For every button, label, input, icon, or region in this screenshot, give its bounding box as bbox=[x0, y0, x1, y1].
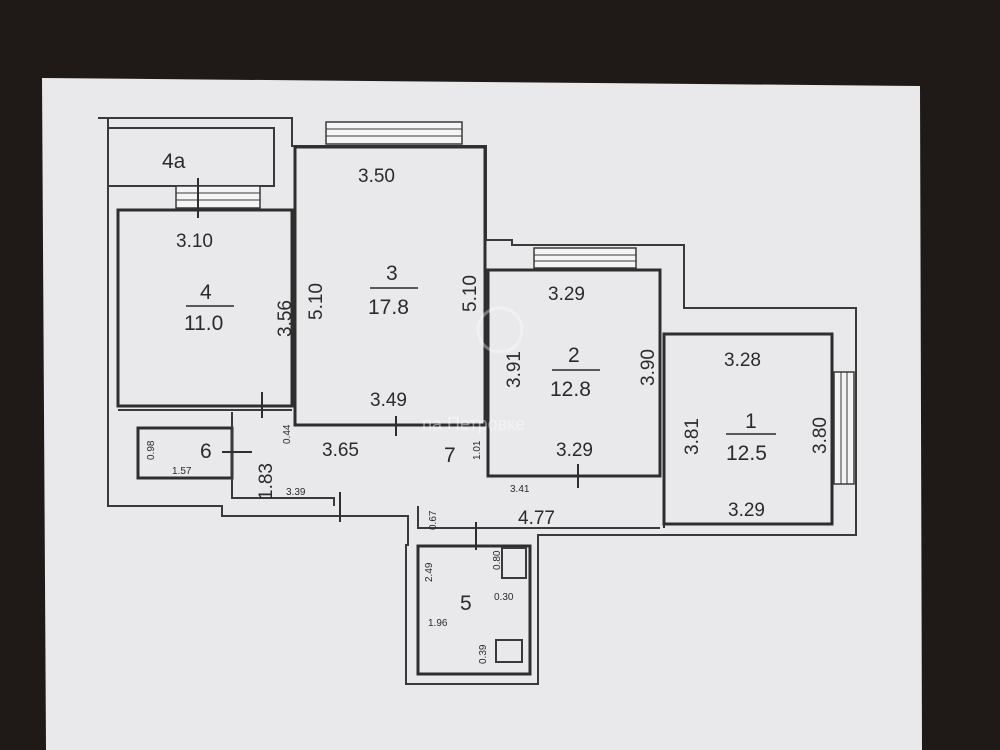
room-2-bottom-dimension: 3.29 bbox=[556, 440, 593, 461]
room-7-dimension-1: 3.65 bbox=[322, 440, 359, 461]
room-7-dimension-3: 0.44 bbox=[282, 424, 293, 444]
window-room-1 bbox=[833, 371, 855, 485]
room-5-outline bbox=[416, 544, 532, 676]
room-1-right-dimension: 3.80 bbox=[810, 417, 831, 454]
room-5-dimension-5: 0.39 bbox=[478, 644, 489, 664]
watermark-logo bbox=[476, 306, 524, 354]
room-3-right-dimension: 5.10 bbox=[460, 275, 481, 312]
room-2-top-dimension: 3.29 bbox=[548, 284, 585, 305]
room-7-dimension-7: 4.77 bbox=[518, 508, 555, 529]
door-marks bbox=[197, 178, 665, 550]
room-3-area: 17.8 bbox=[368, 296, 409, 319]
room-6-dimension-1: 0.98 bbox=[146, 440, 157, 460]
room-3-outline bbox=[293, 145, 487, 427]
room-4a-label: 4a bbox=[162, 150, 186, 173]
room-1-left-dimension: 3.81 bbox=[682, 418, 703, 455]
room-5-dimension-2: 0.80 bbox=[492, 550, 503, 570]
room-2-below-dimension: 3.41 bbox=[510, 484, 530, 495]
room-5-dimension-1: 2.49 bbox=[424, 562, 435, 582]
watermark-text: na Петровке bbox=[422, 414, 525, 434]
room-3-top-dimension: 3.50 bbox=[358, 166, 395, 187]
room-4-top-dimension: 3.10 bbox=[176, 231, 213, 252]
room-3-number: 3 bbox=[386, 262, 398, 285]
room-7-dimension-2: 1.83 bbox=[256, 463, 277, 500]
fixture-5 bbox=[495, 639, 523, 663]
room-1-top-dimension: 3.28 bbox=[724, 350, 761, 371]
room-7-dimension-5: 3.39 bbox=[286, 487, 306, 498]
floor-plan bbox=[98, 117, 857, 685]
room-2-right-dimension: 3.90 bbox=[638, 349, 659, 386]
room-5-dimension-4: 1.96 bbox=[428, 618, 448, 629]
room-1-outline bbox=[662, 332, 834, 526]
corridor-wall-b bbox=[417, 506, 660, 529]
room-5-dimension-3: 0.30 bbox=[494, 592, 514, 603]
room-7-number: 7 bbox=[444, 444, 456, 467]
room-7-dimension-6: 0.67 bbox=[428, 510, 439, 530]
room-6-dimension-2: 1.57 bbox=[172, 466, 192, 477]
window-room-2 bbox=[533, 247, 637, 269]
window-room-3 bbox=[325, 121, 463, 145]
screen-area bbox=[42, 78, 922, 750]
room-5-number: 5 bbox=[460, 592, 472, 615]
room-3-left-dimension: 5.10 bbox=[306, 283, 327, 320]
room-1-area: 12.5 bbox=[726, 442, 767, 465]
room-2-area: 12.8 bbox=[550, 378, 591, 401]
room-4-side-dimension: 3.56 bbox=[275, 300, 296, 337]
room-2-number: 2 bbox=[568, 344, 580, 367]
room-4-number: 4 bbox=[200, 281, 212, 304]
room-3-bottom-dimension: 3.49 bbox=[370, 390, 407, 411]
shaft-5 bbox=[501, 547, 527, 579]
corridor-wall-a bbox=[231, 412, 335, 506]
room-1-bottom-dimension: 3.29 bbox=[728, 500, 765, 521]
room-2-left-dimension: 3.91 bbox=[504, 351, 525, 388]
room-4-area: 11.0 bbox=[184, 312, 223, 335]
room-2-outline bbox=[486, 268, 662, 478]
room-7-dimension-4: 1.01 bbox=[472, 440, 483, 460]
window-room-4 bbox=[175, 185, 261, 209]
room-1-number: 1 bbox=[745, 410, 757, 433]
room-4-outline bbox=[116, 208, 294, 408]
room-6-number: 6 bbox=[200, 440, 212, 463]
